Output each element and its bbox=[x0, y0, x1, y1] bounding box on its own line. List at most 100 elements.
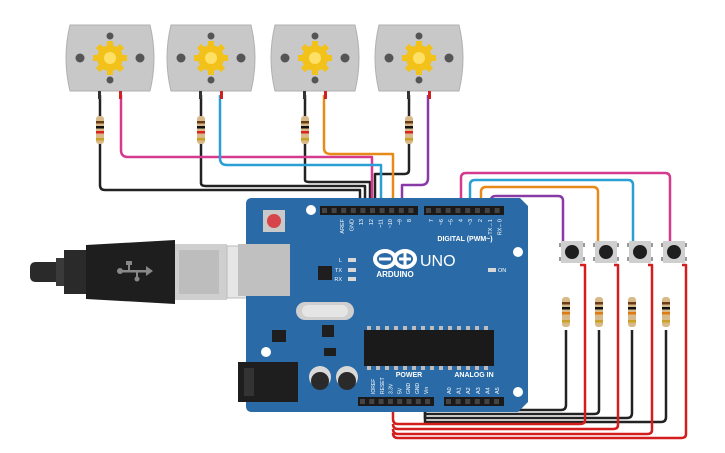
header-hole[interactable] bbox=[426, 208, 431, 213]
header-hole[interactable] bbox=[455, 208, 461, 213]
mcu-pin bbox=[457, 366, 461, 370]
mcu-pin bbox=[421, 326, 425, 330]
dc-motor-2[interactable] bbox=[166, 24, 256, 99]
pin-label: ~5 bbox=[449, 219, 455, 225]
header-hole[interactable] bbox=[331, 208, 337, 213]
header-hole[interactable] bbox=[435, 208, 441, 213]
pin-label: ~10 bbox=[388, 219, 394, 228]
header-hole[interactable] bbox=[494, 208, 500, 213]
header-hole[interactable] bbox=[465, 399, 471, 404]
led-l bbox=[348, 258, 356, 262]
header-hole[interactable] bbox=[465, 208, 471, 213]
mcu-pin bbox=[439, 326, 443, 330]
on-label: ON bbox=[498, 268, 506, 274]
mcu-pin bbox=[484, 366, 488, 370]
header-analog bbox=[444, 397, 504, 406]
model-label: UNO bbox=[420, 253, 456, 270]
header-hole[interactable] bbox=[369, 399, 375, 404]
header-hole[interactable] bbox=[397, 399, 403, 404]
header-hole[interactable] bbox=[378, 399, 384, 404]
wire-blue-button-3[interactable] bbox=[468, 178, 635, 243]
pin-label: ~11 bbox=[378, 219, 384, 228]
header-hole[interactable] bbox=[406, 399, 412, 404]
wire-black-motor-4[interactable] bbox=[373, 95, 411, 210]
capacitor bbox=[309, 366, 331, 390]
usb-cable[interactable] bbox=[30, 240, 284, 304]
header-hole[interactable] bbox=[446, 399, 451, 404]
header-hole[interactable] bbox=[425, 399, 431, 404]
gear-icon bbox=[93, 41, 127, 75]
header-hole[interactable] bbox=[475, 208, 480, 213]
dc-motor-3[interactable] bbox=[270, 24, 360, 99]
mcu-pin bbox=[457, 326, 461, 330]
mcu-pin bbox=[403, 326, 407, 330]
pin-label: 12 bbox=[369, 219, 375, 225]
pushbutton-4[interactable] bbox=[661, 241, 687, 263]
header-hole[interactable] bbox=[379, 208, 385, 213]
header-hole[interactable] bbox=[370, 208, 375, 213]
wire-black-button-1-gnd[interactable] bbox=[423, 330, 568, 412]
header-hole[interactable] bbox=[408, 208, 414, 213]
wire-black-button-2-gnd[interactable] bbox=[425, 330, 601, 416]
resistor-motor-3[interactable] bbox=[301, 116, 309, 144]
header-hole[interactable] bbox=[484, 208, 490, 213]
led-tx-label: TX bbox=[335, 268, 342, 274]
header-power bbox=[358, 397, 434, 406]
header-hole[interactable] bbox=[474, 399, 480, 404]
header-hole[interactable] bbox=[494, 399, 499, 404]
resistor-motor-2[interactable] bbox=[197, 116, 205, 144]
mcu-pin bbox=[376, 326, 380, 330]
resistor-motor-1[interactable] bbox=[96, 116, 104, 144]
dc-motor-4[interactable] bbox=[374, 24, 464, 99]
resistor-motor-4[interactable] bbox=[405, 116, 413, 144]
wire-magenta-button-4[interactable] bbox=[459, 171, 672, 243]
header-hole[interactable] bbox=[387, 399, 393, 404]
header-hole[interactable] bbox=[341, 208, 347, 213]
wire-purple-motor-4[interactable] bbox=[400, 95, 430, 210]
arduino-logo-icon bbox=[373, 249, 417, 269]
resistor-button-3[interactable] bbox=[628, 297, 636, 327]
usb-port bbox=[238, 244, 290, 296]
pushbutton-2[interactable] bbox=[593, 241, 619, 263]
wire-magenta-motor-1[interactable] bbox=[119, 95, 374, 210]
header-hole[interactable] bbox=[322, 208, 327, 213]
header-hole[interactable] bbox=[455, 399, 461, 404]
mcu-pin bbox=[439, 366, 443, 370]
wire-orange-motor-3[interactable] bbox=[322, 95, 395, 210]
dc-motor-1[interactable] bbox=[65, 24, 155, 99]
pushbutton-1[interactable] bbox=[559, 241, 585, 263]
wire-red-5v-button-3[interactable] bbox=[391, 263, 654, 436]
wire-black-motor-2[interactable] bbox=[199, 95, 367, 210]
pushbutton-3[interactable] bbox=[627, 241, 653, 263]
resistor-button-4[interactable] bbox=[662, 297, 670, 327]
wire-black-button-4-gnd[interactable] bbox=[423, 330, 668, 424]
wire-blue-motor-2[interactable] bbox=[218, 95, 383, 210]
header-hole[interactable] bbox=[445, 208, 451, 213]
wire-red-5v-button-1[interactable] bbox=[391, 263, 587, 426]
header-hole[interactable] bbox=[389, 208, 395, 213]
capacitor bbox=[336, 366, 358, 390]
wire-black-motor-1[interactable] bbox=[98, 95, 362, 210]
mcu-pin bbox=[367, 326, 371, 330]
reset-button[interactable] bbox=[263, 210, 285, 232]
mcu-pin bbox=[448, 326, 452, 330]
resistor-button-2[interactable] bbox=[595, 297, 603, 327]
wire-orange-button-2[interactable] bbox=[479, 185, 600, 243]
pin-label: 3.3V bbox=[389, 383, 395, 394]
wire-black-motor-3[interactable] bbox=[303, 95, 372, 210]
header-hole[interactable] bbox=[350, 208, 356, 213]
wire-red-5v-button-2[interactable] bbox=[391, 263, 620, 431]
resistor-button-1[interactable] bbox=[562, 297, 570, 327]
header-hole[interactable] bbox=[398, 208, 404, 213]
header-hole[interactable] bbox=[360, 208, 366, 213]
wire-red-5v-button-4[interactable] bbox=[391, 263, 688, 440]
header-hole[interactable] bbox=[484, 399, 490, 404]
power-jack[interactable] bbox=[238, 362, 298, 402]
header-hole[interactable] bbox=[360, 399, 365, 404]
pin-label: RX←0 bbox=[498, 219, 504, 235]
pin-label: ~6 bbox=[439, 219, 445, 225]
wire-black-button-3-gnd[interactable] bbox=[423, 330, 634, 420]
header-hole[interactable] bbox=[415, 399, 421, 404]
